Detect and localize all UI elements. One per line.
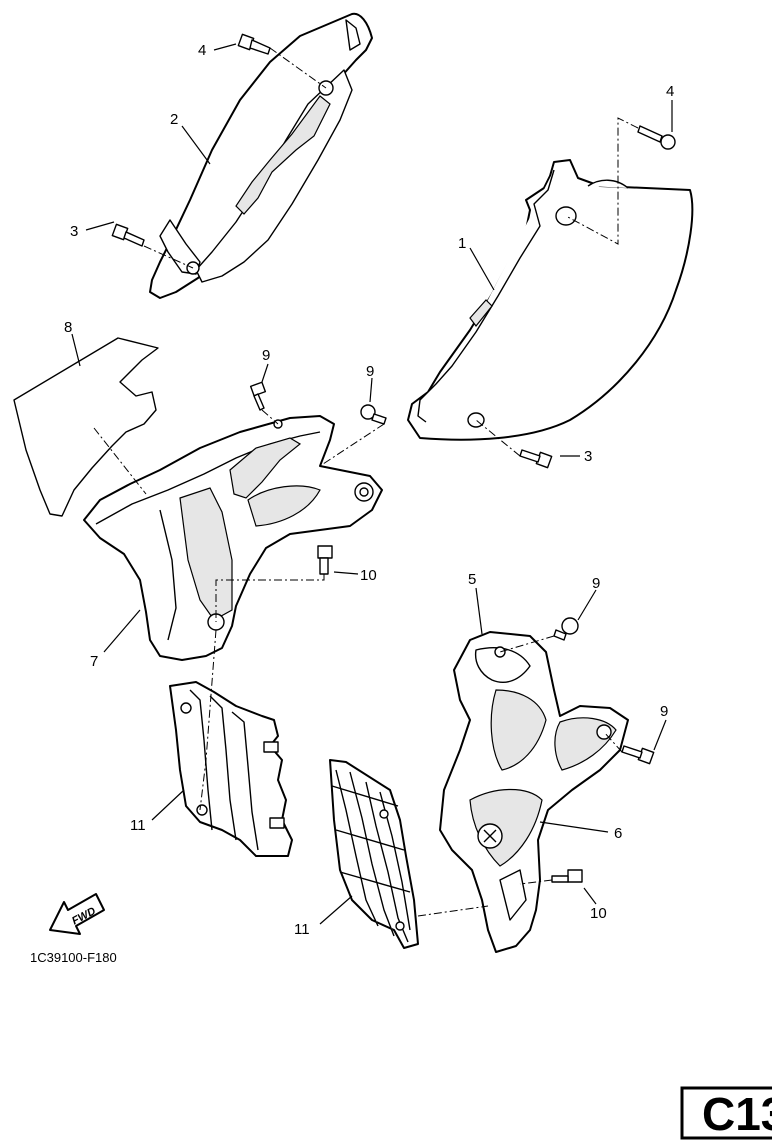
decal: [13, 337, 159, 517]
callout-3: 3: [584, 448, 592, 465]
callout-9: 9: [366, 363, 374, 380]
callout-11: 11: [130, 817, 146, 834]
callout-1: 1: [458, 235, 466, 252]
bolt-9-a: [249, 381, 267, 411]
radiator-guard-right: [329, 759, 419, 949]
bolt-9-b: [360, 404, 387, 425]
side-cover: [407, 159, 694, 441]
leader-lines: [71, 43, 673, 925]
radiator-guard-left: [169, 681, 293, 857]
side-cover-upper: [149, 12, 373, 299]
callout-9: 9: [262, 347, 270, 364]
bolt-4-upper: [237, 33, 271, 55]
callout-4: 4: [666, 83, 674, 100]
callout-6: 6: [614, 825, 622, 842]
callout-labels: 4 2 3 4 1 8 9 9 3 10 7 5 9 9 6 11 10 11: [64, 42, 674, 938]
callout-3: 3: [70, 223, 78, 240]
forward-direction-arrow: FWD: [49, 893, 105, 935]
bolt-4-right: [637, 125, 676, 150]
callout-9: 9: [660, 703, 668, 720]
radiator-shroud-right: [439, 631, 629, 953]
callout-9: 9: [592, 575, 600, 592]
callout-2: 2: [170, 111, 178, 128]
callout-5: 5: [468, 571, 476, 588]
page-number-box: C13: [680, 1086, 772, 1140]
callout-10: 10: [360, 567, 377, 584]
bolt-3-right: [519, 449, 553, 469]
bolt-3-upper: [111, 223, 145, 247]
page-number: C13: [702, 1088, 772, 1140]
bolt-10-left: [317, 545, 333, 575]
callout-11: 11: [294, 921, 310, 938]
callout-7: 7: [90, 653, 98, 670]
callout-8: 8: [64, 319, 72, 336]
callout-10: 10: [590, 905, 607, 922]
radiator-shroud-left: [83, 415, 383, 661]
assembly-lines: [93, 47, 639, 917]
callout-4: 4: [198, 42, 206, 59]
bolt-10-right: [551, 869, 583, 883]
diagram-code: 1C39100-F180: [30, 950, 117, 965]
bolt-9-d: [621, 745, 655, 765]
bolt-9-c: [553, 617, 579, 641]
